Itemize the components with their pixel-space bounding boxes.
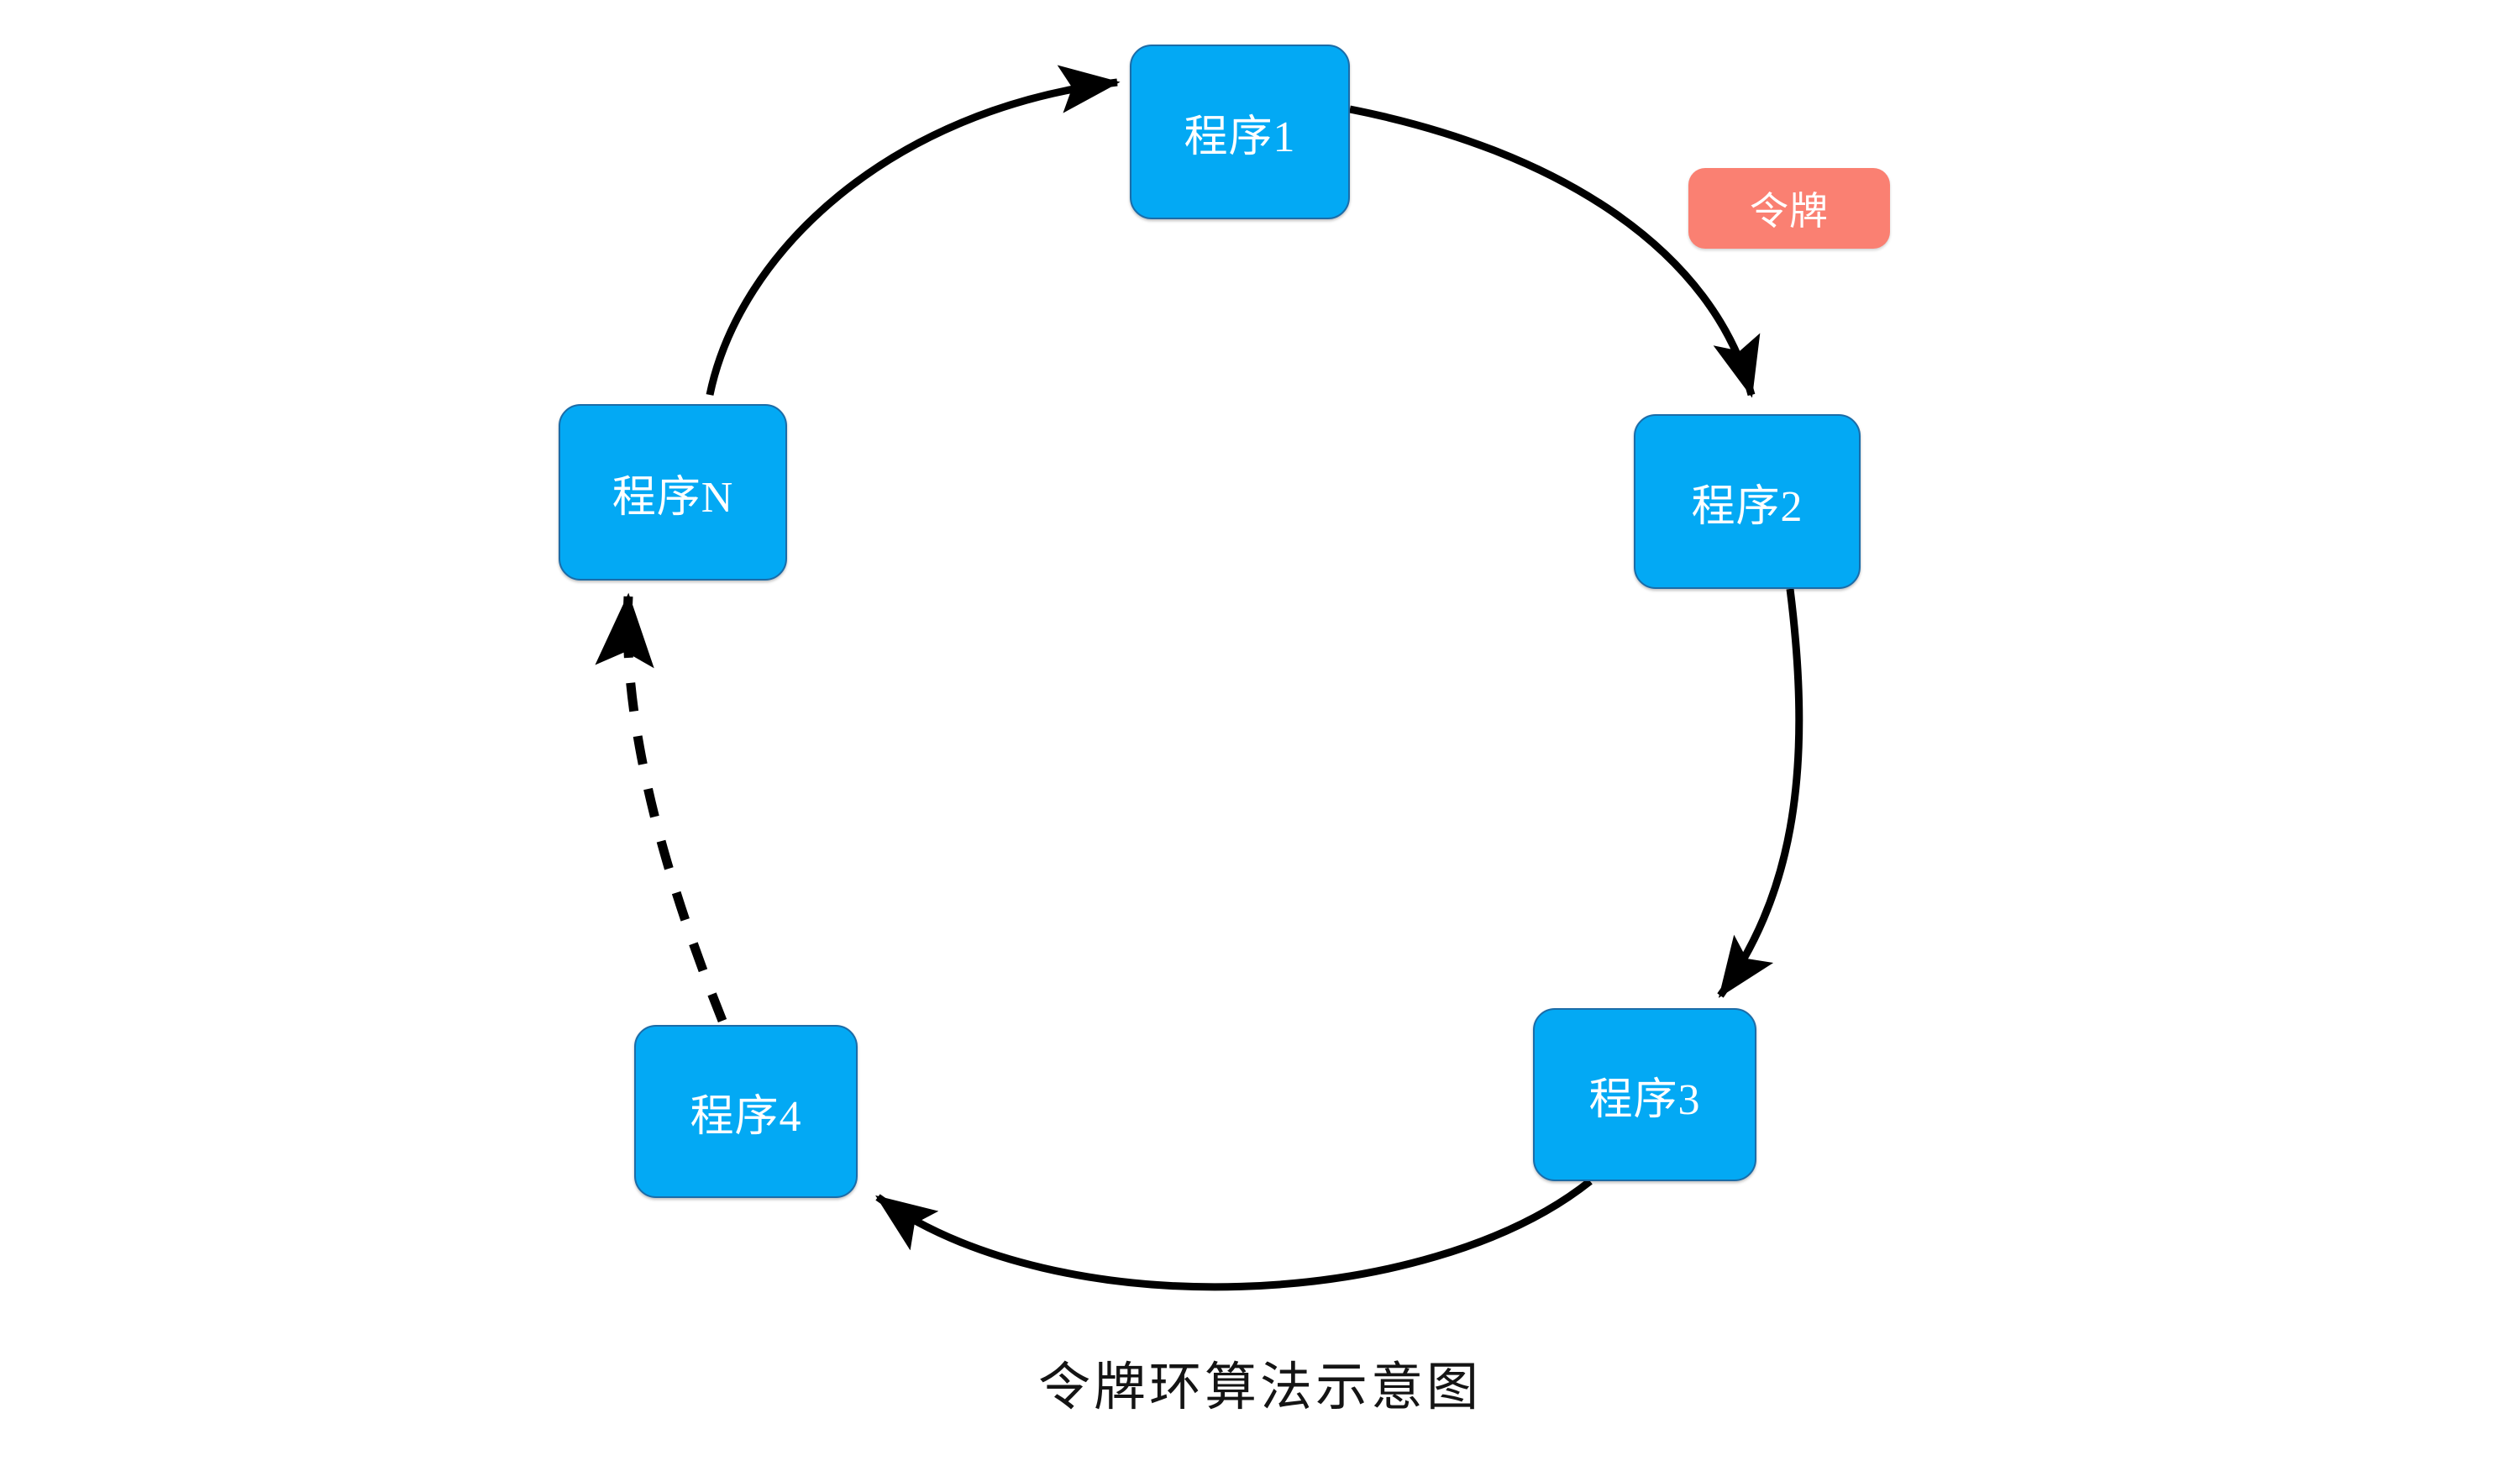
node-program-4[interactable]: 程序4 <box>634 1025 858 1198</box>
edge-program2-to-program3 <box>1717 588 1803 998</box>
node-token[interactable]: 令牌 <box>1688 168 1890 249</box>
edge-programN-to-program1 <box>706 65 1121 396</box>
node-program-2-label: 程序2 <box>1691 482 1803 531</box>
node-program-n[interactable]: 程序N <box>559 404 787 581</box>
node-program-2[interactable]: 程序2 <box>1634 414 1861 589</box>
node-program-n-label: 程序N <box>612 473 734 522</box>
node-program-4-label: 程序4 <box>690 1092 802 1141</box>
node-program-1[interactable]: 程序1 <box>1130 45 1350 219</box>
diagram-caption: 令牌环算法示意图 <box>1037 1359 1482 1416</box>
node-program-3[interactable]: 程序3 <box>1533 1008 1756 1181</box>
edge-program4-to-programN <box>595 592 727 1023</box>
node-program-3-label: 程序3 <box>1588 1075 1701 1124</box>
node-program-1-label: 程序1 <box>1184 113 1296 161</box>
edge-program3-to-program4 <box>875 1178 1593 1291</box>
edge-program1-to-program2 <box>1349 105 1761 398</box>
node-token-label: 令牌 <box>1750 190 1829 233</box>
